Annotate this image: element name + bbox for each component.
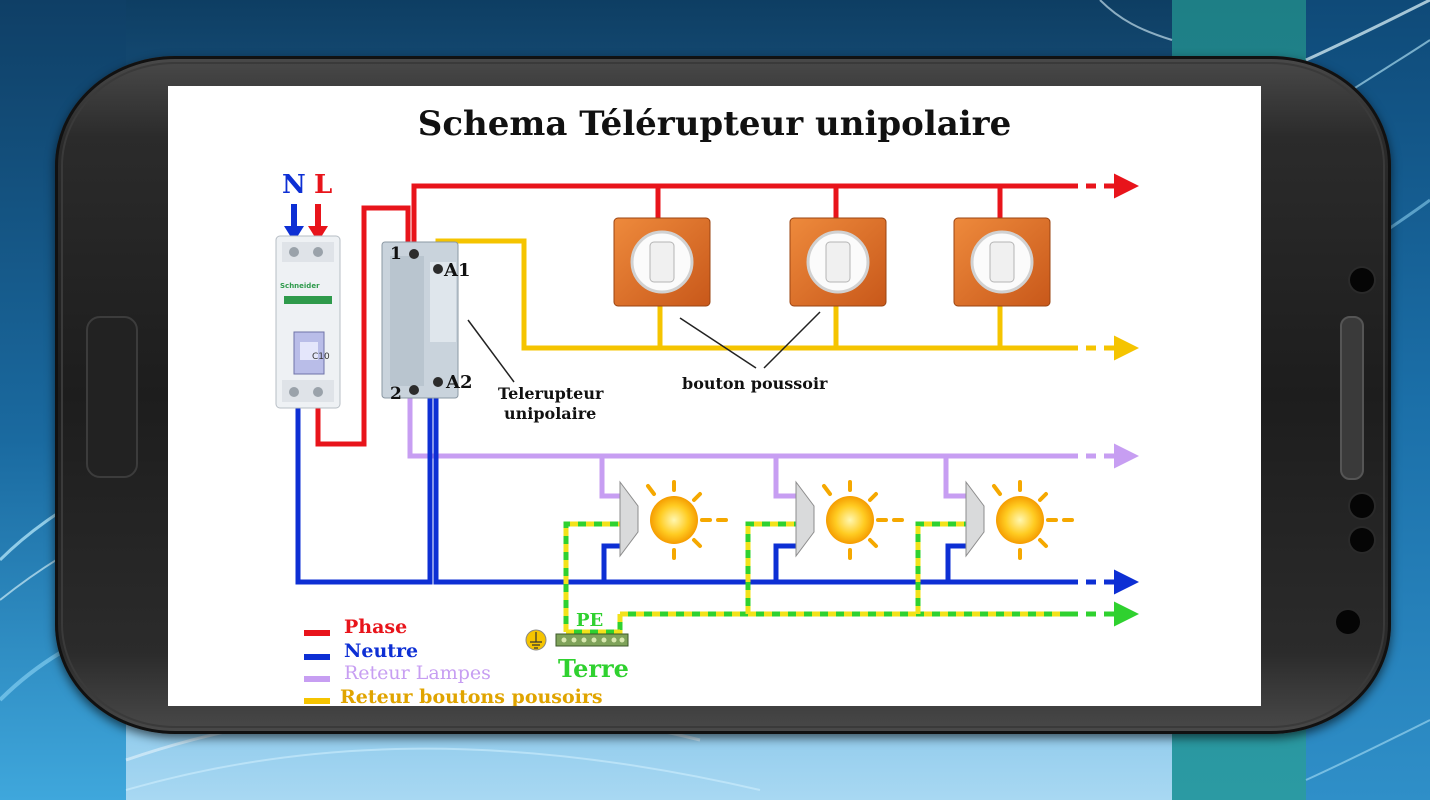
lamp-bulb <box>619 480 728 560</box>
relay-terminal-2: 2 <box>390 384 402 404</box>
telerupteur-callout-line2: unipolaire <box>504 404 597 423</box>
breaker-brand: Schneider <box>280 282 320 290</box>
telerupteur-callout-line1: Telerupteur <box>498 384 604 403</box>
phone-side-slot <box>1340 316 1364 480</box>
earth-label: Terre <box>558 654 629 683</box>
legend-label-neutral: Neutre <box>344 640 419 662</box>
lamp-bulb <box>795 480 904 560</box>
legend-swatch-button-return <box>304 698 330 704</box>
neutral-wiring <box>295 388 1139 595</box>
legend-swatch-phase <box>304 630 330 636</box>
relay-terminal-1: 1 <box>390 244 402 264</box>
legend-swatch-neutral <box>304 654 330 660</box>
push-button-switch <box>613 217 711 307</box>
legend-label-phase: Phase <box>344 616 408 638</box>
supply-arrows <box>284 204 328 242</box>
phone-bezel <box>61 62 1385 728</box>
push-buttons <box>613 217 1051 307</box>
camera-dot <box>1350 268 1374 292</box>
neutral-supply-label: N <box>282 170 306 200</box>
lamps <box>619 480 1074 560</box>
relay-coil-a1: A1 <box>444 260 471 281</box>
wiring-diagram <box>275 173 1139 651</box>
line-supply-label: L <box>314 170 333 200</box>
push-button-switch <box>789 217 887 307</box>
breaker-rating: C10 <box>312 352 330 362</box>
sensor-dot <box>1350 528 1374 552</box>
lamp-return-wiring <box>407 388 1139 499</box>
sensor-dot <box>1350 494 1374 518</box>
legend-label-button-return: Reteur boutons pousoirs <box>340 686 603 706</box>
phase-wiring <box>315 173 1139 447</box>
lamp-bulb <box>965 480 1074 560</box>
relay-coil-a2: A2 <box>446 372 473 393</box>
earth-bar <box>525 629 629 651</box>
legend-swatch-lamp-return <box>304 676 330 682</box>
push-button-switch <box>953 217 1051 307</box>
teleruptor-relay <box>381 241 459 399</box>
earth-wiring <box>563 521 1139 635</box>
legend-label-lamp-return: Reteur Lampes <box>344 662 491 684</box>
speaker-dot <box>1336 610 1360 634</box>
push-button-callout: bouton poussoir <box>682 374 828 393</box>
phone-home-button <box>86 316 138 478</box>
diagram-title: Schema Télérupteur unipolaire <box>417 104 1012 144</box>
earth-bar-label: PE <box>576 610 604 631</box>
phone-screen: Schema Télérupteur unipolaire <box>168 86 1261 706</box>
callout-leaders <box>467 311 821 383</box>
circuit-breaker <box>275 235 341 409</box>
